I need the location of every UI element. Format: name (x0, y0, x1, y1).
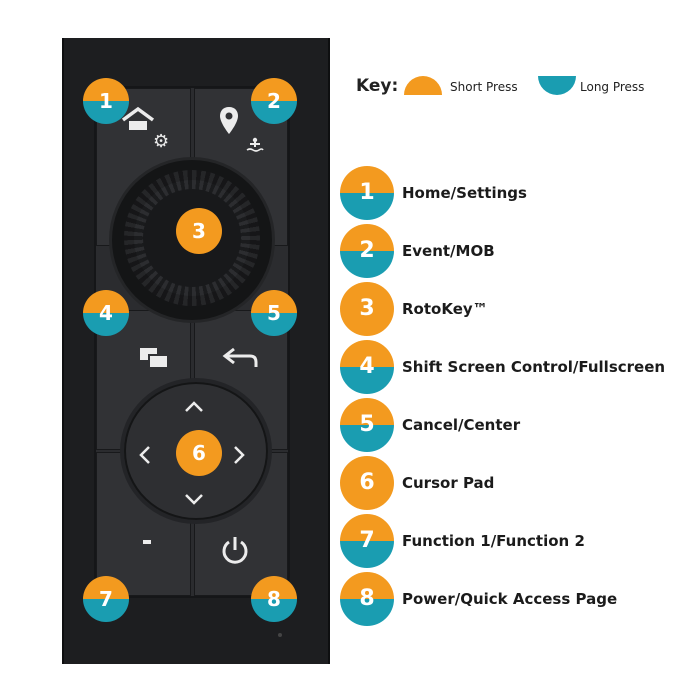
indicator-dot (278, 633, 282, 637)
man-overboard-icon (246, 137, 264, 152)
legend-badge: 3 (340, 282, 394, 336)
badge-7: 7 (83, 576, 129, 622)
badge-4: 4 (83, 290, 129, 336)
legend-badge: 2 (340, 224, 394, 278)
legend-item: 4 Shift Screen Control/Fullscreen (340, 340, 680, 394)
badge-1: 1 (83, 78, 129, 124)
legend-badge: 1 (340, 166, 394, 220)
chevron-down-icon[interactable] (183, 492, 205, 506)
key-title: Key: (356, 76, 399, 96)
legend-label: Event/MOB (402, 242, 495, 260)
legend-badge: 5 (340, 398, 394, 452)
legend-badge: 8 (340, 572, 394, 626)
gear-icon: ⚙ (153, 131, 170, 152)
chevron-right-icon[interactable] (232, 444, 246, 466)
badge-5: 5 (251, 290, 297, 336)
legend-label: Home/Settings (402, 184, 527, 202)
legend-badge: 6 (340, 456, 394, 510)
badge-8: 8 (251, 576, 297, 622)
home-icon (121, 106, 155, 130)
legend-item: 5 Cancel/Center (340, 398, 680, 452)
short-press-label: Short Press (450, 80, 518, 94)
legend-label: Power/Quick Access Page (402, 590, 618, 608)
legend-badge: 7 (340, 514, 394, 568)
long-press-swatch (538, 76, 576, 95)
legend-item: 3 RotoKey™ (340, 282, 680, 336)
legend-item: 8 Power/Quick Access Page (340, 572, 680, 626)
legend-item: 6 Cursor Pad (340, 456, 680, 510)
chevron-left-icon[interactable] (138, 444, 152, 466)
badge-2: 2 (251, 78, 297, 124)
long-press-label: Long Press (580, 80, 645, 94)
power-icon (222, 537, 248, 564)
legend-item: 7 Function 1/Function 2 (340, 514, 680, 568)
chevron-up-icon[interactable] (183, 400, 205, 414)
legend-item: 1 Home/Settings (340, 166, 680, 220)
short-press-swatch (404, 76, 442, 95)
legend-label: Cancel/Center (402, 416, 521, 434)
legend-item: 2 Event/MOB (340, 224, 680, 278)
legend-label: RotoKey™ (402, 300, 488, 318)
legend-badge: 4 (340, 340, 394, 394)
legend-label: Function 1/Function 2 (402, 532, 585, 550)
back-arrow-icon (222, 347, 258, 367)
legend-label: Shift Screen Control/Fullscreen (402, 358, 666, 376)
dot-icon (143, 540, 151, 544)
legend-label: Cursor Pad (402, 474, 495, 492)
screens-icon (140, 348, 169, 369)
badge-6: 6 (176, 430, 222, 476)
location-pin-icon (220, 107, 238, 134)
badge-3: 3 (176, 208, 222, 254)
